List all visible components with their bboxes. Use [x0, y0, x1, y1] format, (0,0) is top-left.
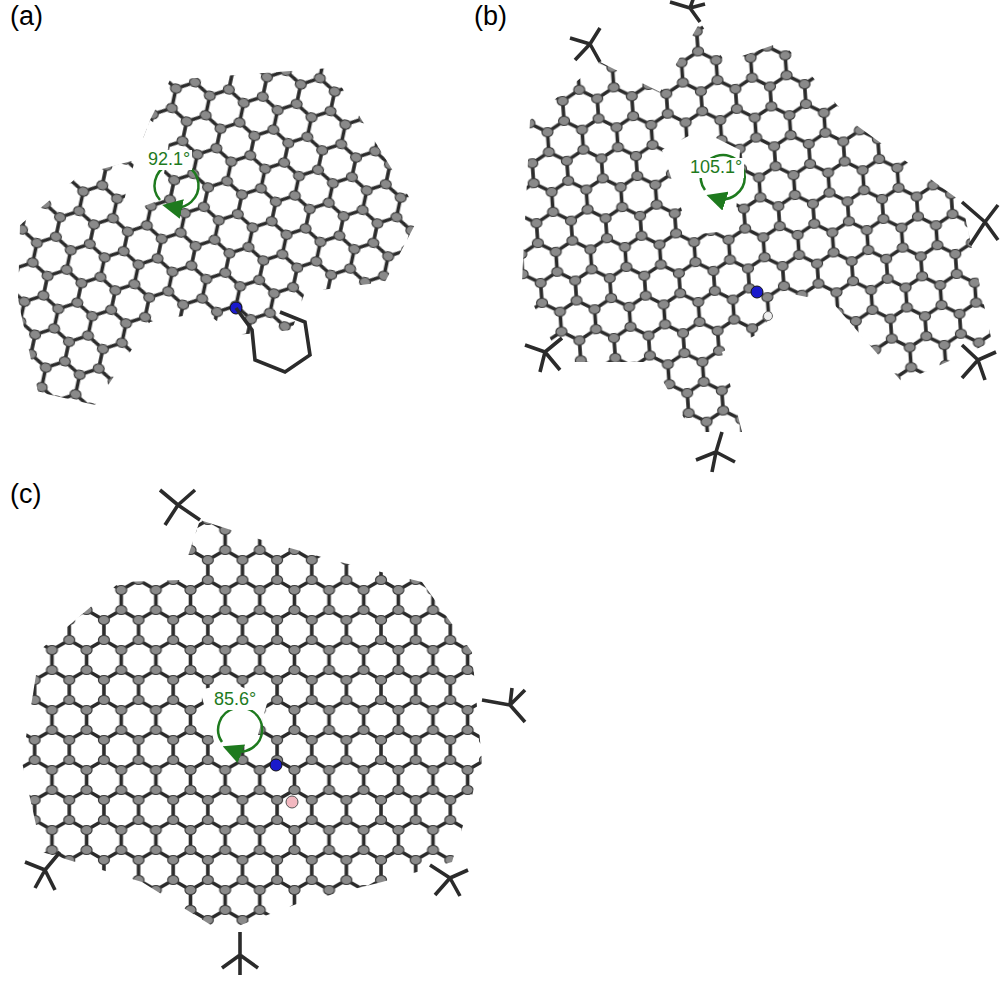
panel-label: (a) — [8, 2, 45, 32]
molecule-b — [522, 0, 998, 472]
molecule-a — [18, 68, 420, 405]
panel-label: (c) — [8, 480, 43, 510]
angle-value: 105.1° — [688, 158, 744, 178]
panel-label: (b) — [472, 2, 509, 32]
angle-value: 92.1° — [146, 150, 192, 170]
angle-value: 85.6° — [212, 690, 258, 710]
molecule-c — [22, 490, 525, 975]
